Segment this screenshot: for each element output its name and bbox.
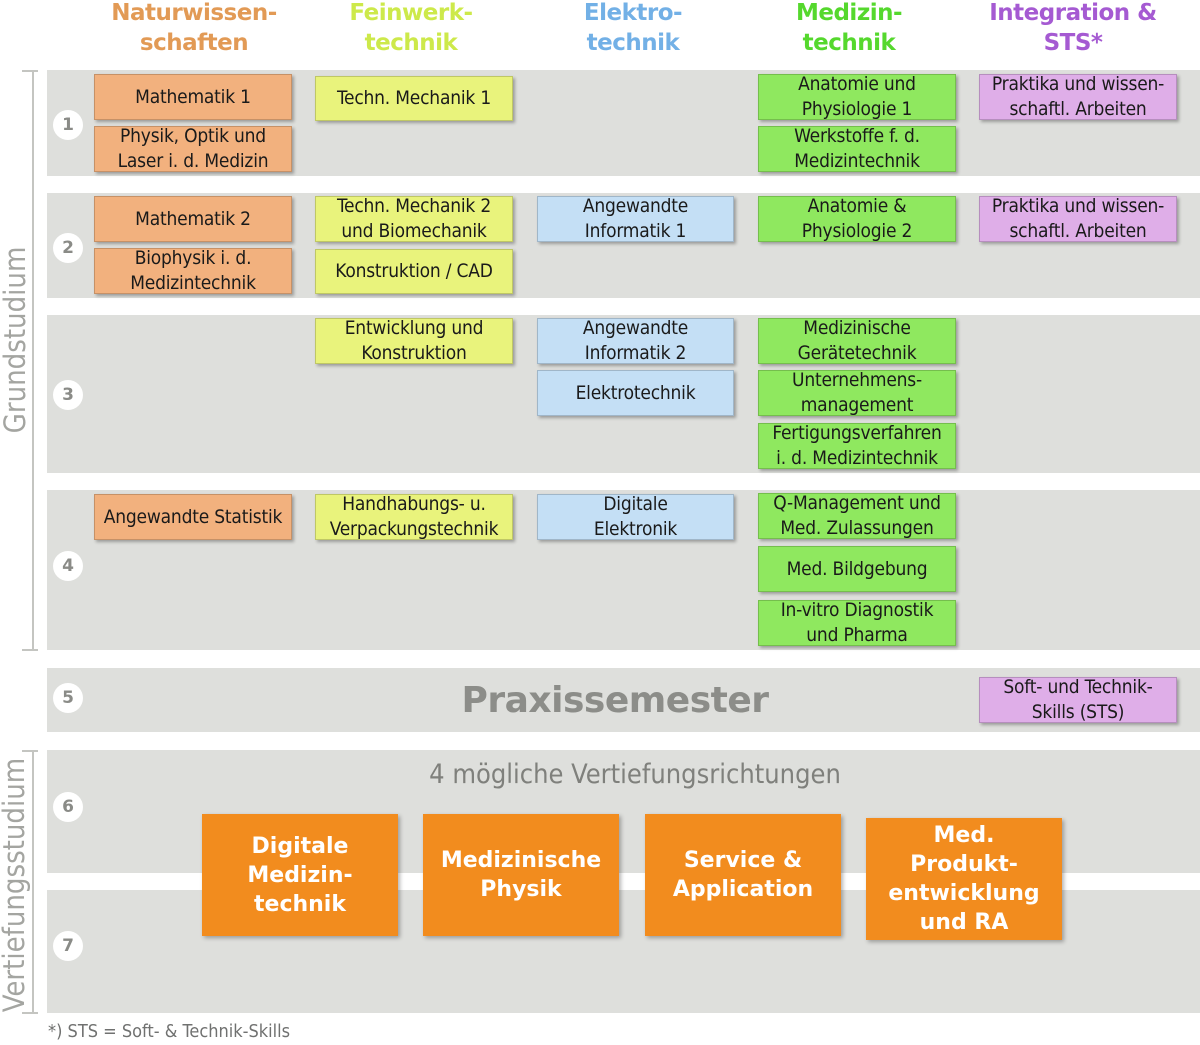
module-angewandte-informatik-2: Angewandte Informatik 2 [537, 317, 734, 364]
module-unternehmensmanagement: Unternehmens- management [758, 369, 956, 416]
module-q-management: Q-Management und Med. Zulassungen [758, 492, 956, 539]
module-elektrotechnik: Elektrotechnik [537, 370, 734, 416]
vertiefungsstudium-label: Vertiefungsstudium [0, 757, 31, 1013]
module-mathematik-2: Mathematik 2 [94, 196, 292, 242]
column-header-elektrotechnik: Elektro- technik [583, 0, 683, 56]
semester-number-7: 7 [53, 931, 83, 961]
module-mathematik-1: Mathematik 1 [94, 74, 292, 120]
grundstudium-bracket [32, 70, 34, 651]
module-angewandte-statistik: Angewandte Statistik [94, 494, 292, 540]
module-soft-technik-skills: Soft- und Technik- Skills (STS) [979, 676, 1177, 723]
module-med-bildgebung: Med. Bildgebung [758, 546, 956, 592]
column-header-medizintechnik: Medizin- technik [795, 0, 903, 56]
column-header-feinwerktechnik: Feinwerk- technik [349, 0, 473, 56]
module-medizinische-geraetetechnik: Medizinische Gerätetechnik [758, 317, 956, 364]
semester-number-2: 2 [53, 233, 83, 263]
module-entwicklung-konstruktion: Entwicklung und Konstruktion [315, 317, 513, 364]
module-techn-mechanik-2: Techn. Mechanik 2 und Biomechanik [315, 195, 513, 242]
vertiefungsstudium-bracket-bottom [22, 1012, 38, 1014]
module-werkstoffe: Werkstoffe f. d. Medizintechnik [758, 125, 956, 172]
module-anatomie-physiologie-2: Anatomie & Physiologie 2 [758, 195, 956, 242]
module-biophysik: Biophysik i. d. Medizintechnik [94, 247, 292, 294]
module-fertigungsverfahren: Fertigungsverfahren i. d. Medizintechnik [758, 422, 956, 469]
module-handhabungs-verpackungstechnik: Handhabungs- u. Verpackungstechnik [315, 493, 513, 540]
grundstudium-bracket-bottom [22, 649, 38, 651]
module-praktika-2: Praktika und wissen- schaftl. Arbeiten [979, 195, 1177, 242]
vertiefungsstudium-bracket-top [22, 750, 38, 752]
module-konstruktion-cad: Konstruktion / CAD [315, 249, 513, 294]
semester-number-6: 6 [53, 792, 83, 822]
module-physik-optik-laser: Physik, Optik und Laser i. d. Medizin [94, 125, 292, 172]
specialization-digitale-medizintechnik: Digitale Medizin- technik [202, 814, 398, 936]
column-header-integration: Integration & STS* [989, 0, 1157, 56]
specialization-title: 4 mögliche Vertiefungsrichtungen [429, 759, 841, 790]
module-praktika-1: Praktika und wissen- schaftl. Arbeiten [979, 73, 1177, 120]
specialization-produktentwicklung-ra: Med. Produkt- entwicklung und RA [866, 818, 1062, 940]
grundstudium-label: Grundstudium [0, 246, 32, 434]
specialization-service-application: Service & Application [645, 814, 841, 936]
module-techn-mechanik-1: Techn. Mechanik 1 [315, 76, 513, 121]
semester-number-1: 1 [53, 110, 83, 140]
column-header-naturwissenschaften: Naturwissen- schaften [111, 0, 277, 56]
semester-number-4: 4 [53, 551, 83, 581]
semester-number-5: 5 [53, 683, 83, 713]
module-angewandte-informatik-1: Angewandte Informatik 1 [537, 195, 734, 242]
footnote: *) STS = Soft- & Technik-Skills [48, 1021, 291, 1042]
praxissemester-title: Praxissemester [461, 680, 770, 721]
vertiefungsstudium-bracket [32, 750, 34, 1014]
grundstudium-bracket-top [22, 70, 38, 72]
specialization-medizinische-physik: Medizinische Physik [423, 814, 619, 936]
module-in-vitro-diagnostik: In-vitro Diagnostik und Pharma [758, 599, 956, 646]
module-digitale-elektronik: Digitale Elektronik [537, 493, 734, 540]
module-anatomie-physiologie-1: Anatomie und Physiologie 1 [758, 73, 956, 120]
semester-number-3: 3 [53, 380, 83, 410]
